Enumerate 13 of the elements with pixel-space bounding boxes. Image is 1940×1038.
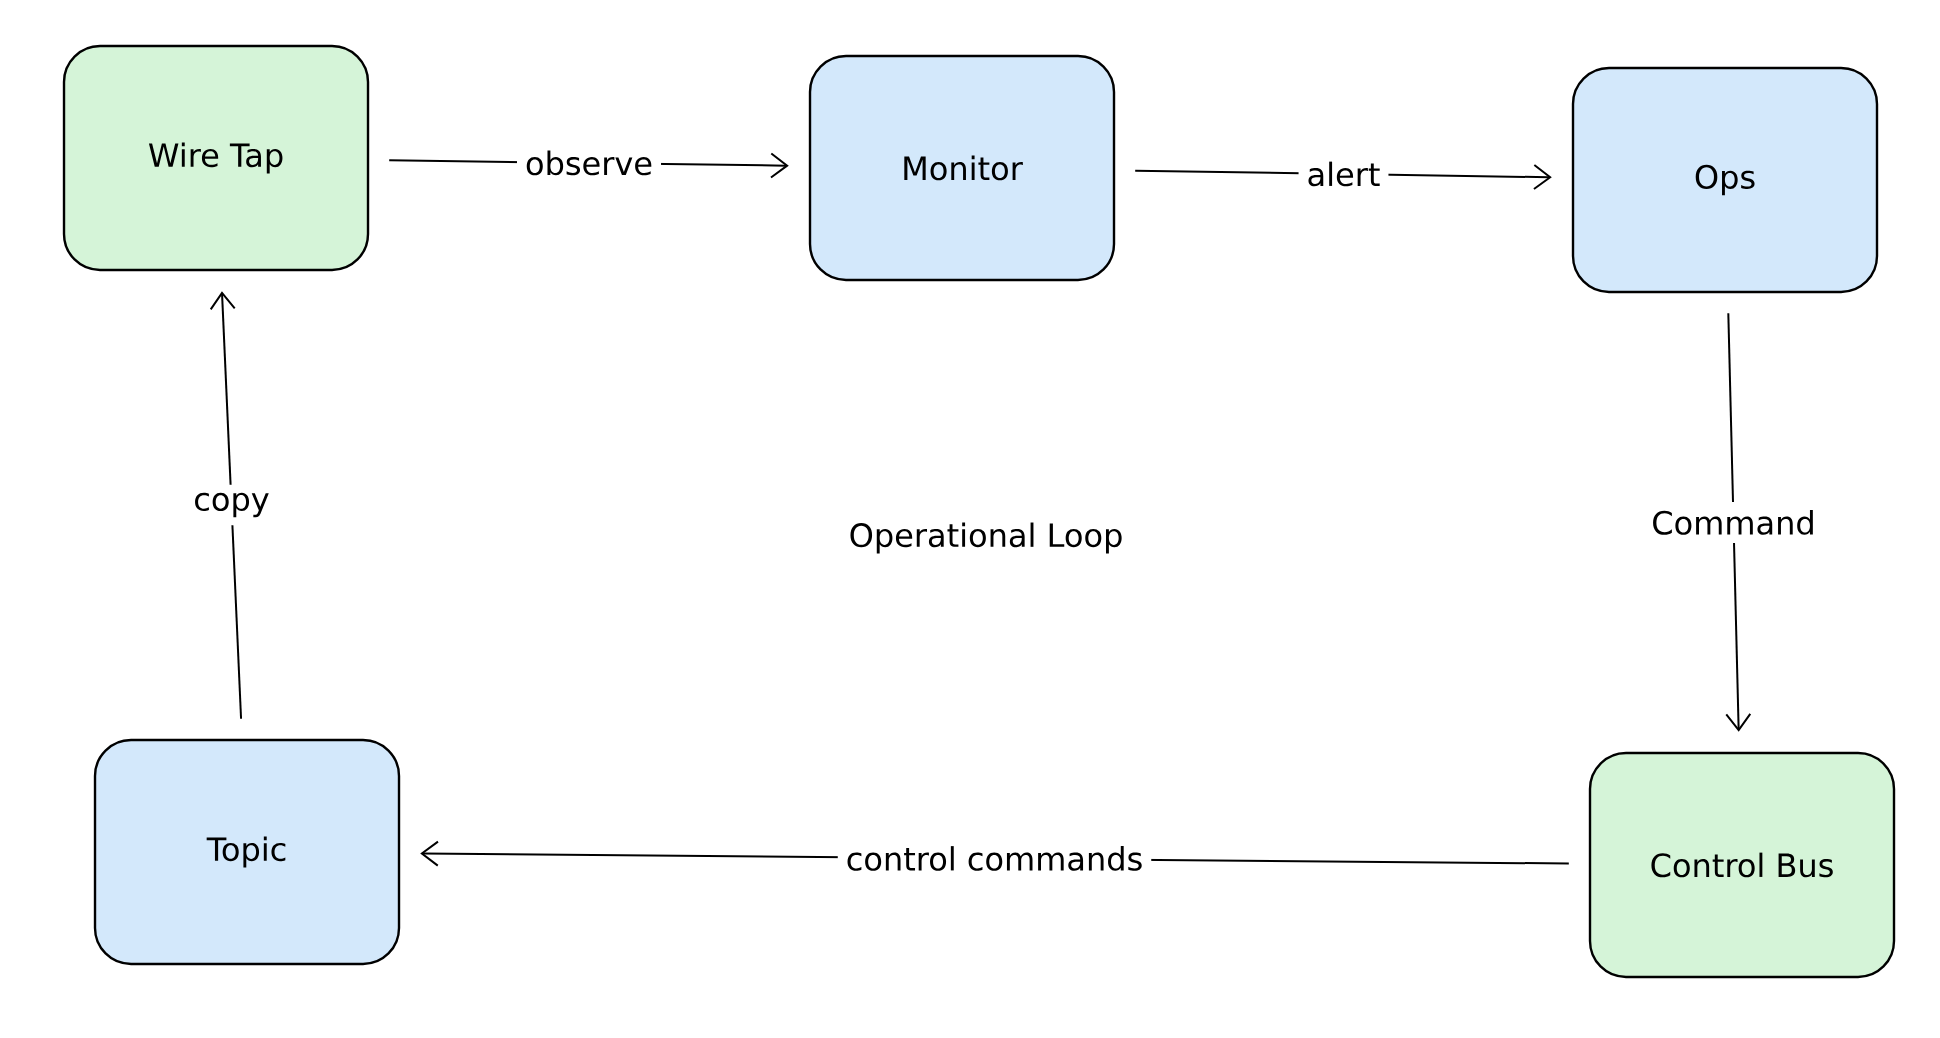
process-box: Ops <box>1571 66 1879 294</box>
loop-label: Operational Loop <box>850 522 1122 554</box>
edge-label: copy <box>185 484 278 526</box>
process-box: Wire Tap <box>62 44 370 272</box>
process-box: Topic <box>93 738 401 966</box>
edge-label: observe <box>517 142 661 184</box>
process-box: Monitor <box>808 54 1116 282</box>
process-box: Control Bus <box>1588 751 1896 979</box>
edge-label: control commands <box>837 838 1152 879</box>
arrow <box>209 291 243 720</box>
edge-label: alert <box>1298 153 1389 195</box>
arrow <box>1725 312 1752 732</box>
edge-label: Command <box>1643 502 1824 543</box>
